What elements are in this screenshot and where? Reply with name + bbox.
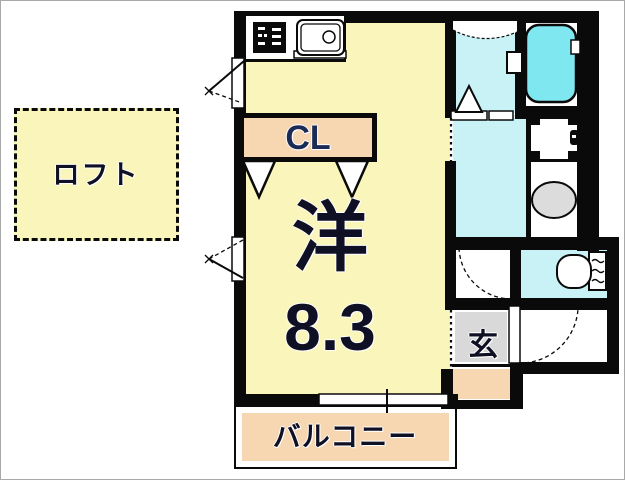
entrance-label: 玄: [468, 329, 498, 362]
washing-machine-cell: [530, 115, 579, 162]
washroom: [453, 115, 527, 239]
wall: [445, 298, 619, 310]
closet-label: CL: [285, 119, 331, 157]
entrance-area: [452, 309, 510, 367]
wall: [445, 161, 456, 253]
toilet-room: [520, 248, 608, 299]
balcony-label: バルコニー: [272, 421, 418, 452]
wall: [510, 246, 521, 308]
wall: [530, 159, 579, 162]
wall: [607, 237, 619, 374]
vanity-cell: [530, 161, 579, 238]
toilet-door-vestibule: [456, 246, 510, 299]
wall: [234, 394, 458, 406]
wall: [234, 11, 246, 406]
room-size-label: 8.3: [284, 290, 376, 364]
entrance-door-leaf: [508, 305, 521, 364]
bathroom: [453, 21, 517, 113]
main-room: [244, 21, 450, 396]
wall: [526, 115, 531, 238]
entrance-floor: [455, 312, 507, 362]
wall: [577, 11, 599, 251]
wall: [510, 362, 619, 374]
loft-label: ロフト: [52, 159, 140, 190]
wall: [510, 369, 523, 407]
entrance-porch: [453, 369, 510, 399]
kitchen-counter: [246, 16, 346, 62]
entrance-hallway: [520, 309, 607, 363]
bathtub-room: [522, 21, 579, 108]
wall: [445, 11, 456, 118]
room-type-label: 洋: [292, 196, 368, 281]
closet: [239, 113, 377, 162]
wall: [515, 15, 526, 115]
balcony-floor: [242, 413, 449, 461]
balcony: [234, 405, 457, 469]
wall: [445, 246, 456, 308]
wall: [445, 237, 619, 250]
wall: [441, 400, 523, 409]
loft-area: [14, 108, 179, 241]
